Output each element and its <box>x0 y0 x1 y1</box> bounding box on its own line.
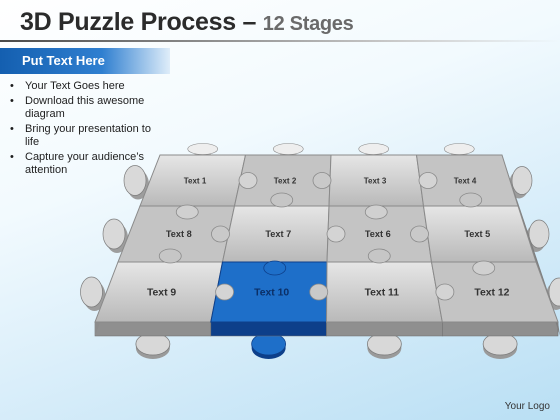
puzzle-piece <box>430 261 559 323</box>
puzzle-knob <box>80 276 106 311</box>
puzzle-socket <box>175 204 199 220</box>
piece-label: Text 10 <box>254 288 289 299</box>
piece-label: Text 9 <box>147 288 176 299</box>
piece-label: Text 12 <box>474 288 509 299</box>
bullet-item: Capture your audience’s attention <box>10 151 160 178</box>
puzzle-socket <box>364 204 388 220</box>
bullet-item: Your Text Goes here <box>10 80 160 94</box>
title-subtitle: 12 Stages <box>262 13 354 35</box>
logo-placeholder: Your Logo <box>504 401 550 412</box>
puzzle-socket <box>263 260 287 276</box>
piece-label: Text 5 <box>464 229 490 239</box>
puzzle-socket <box>215 283 235 301</box>
piece-edge <box>441 321 559 337</box>
puzzle-socket <box>309 283 329 301</box>
puzzle-socket <box>459 192 483 208</box>
title-main: 3D Puzzle Process <box>20 8 236 36</box>
puzzle-pieces <box>94 154 559 323</box>
puzzle-sockets <box>158 172 496 301</box>
bullet-item: Download this awesome diagram <box>10 95 160 122</box>
puzzle-labels: Text 1 Text 2 Text 3 Text 4 Text 8 Text 7 Text… <box>147 176 510 298</box>
puzzle-socket <box>270 192 294 208</box>
piece-label: Text 3 <box>364 176 387 185</box>
piece-label: Text 6 <box>365 229 391 239</box>
title-divider <box>0 40 560 42</box>
puzzle-socket <box>158 248 182 264</box>
piece-edge <box>210 321 327 337</box>
bullet-list: Your Text Goes here Download this awesom… <box>10 80 160 179</box>
title-dash: – <box>242 8 257 36</box>
puzzle-socket <box>435 283 455 301</box>
bullet-item: Bring your presentation to life <box>10 123 160 150</box>
sidebar-heading: Put Text Here <box>0 48 170 74</box>
puzzle-socket <box>211 225 230 243</box>
piece-label: Text 11 <box>365 288 400 299</box>
puzzle-knob <box>251 322 287 359</box>
piece-edge <box>94 321 212 337</box>
puzzle-socket <box>312 172 332 189</box>
puzzle-socket <box>410 225 429 243</box>
page-title: 3D Puzzle Process – 12 Stages <box>20 8 354 37</box>
piece-label: Text 1 <box>184 176 207 185</box>
puzzle-socket <box>472 260 496 276</box>
puzzle-socket <box>418 172 438 189</box>
puzzle-socket <box>326 225 346 243</box>
piece-label: Text 8 <box>166 229 192 239</box>
puzzle-knob <box>123 165 149 200</box>
puzzle-socket <box>238 172 258 189</box>
piece-label: Text 2 <box>274 176 297 185</box>
piece-label: Text 4 <box>454 176 477 185</box>
piece-edge <box>326 321 443 337</box>
puzzle-knob <box>135 322 171 359</box>
puzzle-knob <box>102 218 128 253</box>
puzzle-socket <box>367 248 391 264</box>
piece-label: Text 7 <box>265 229 291 239</box>
